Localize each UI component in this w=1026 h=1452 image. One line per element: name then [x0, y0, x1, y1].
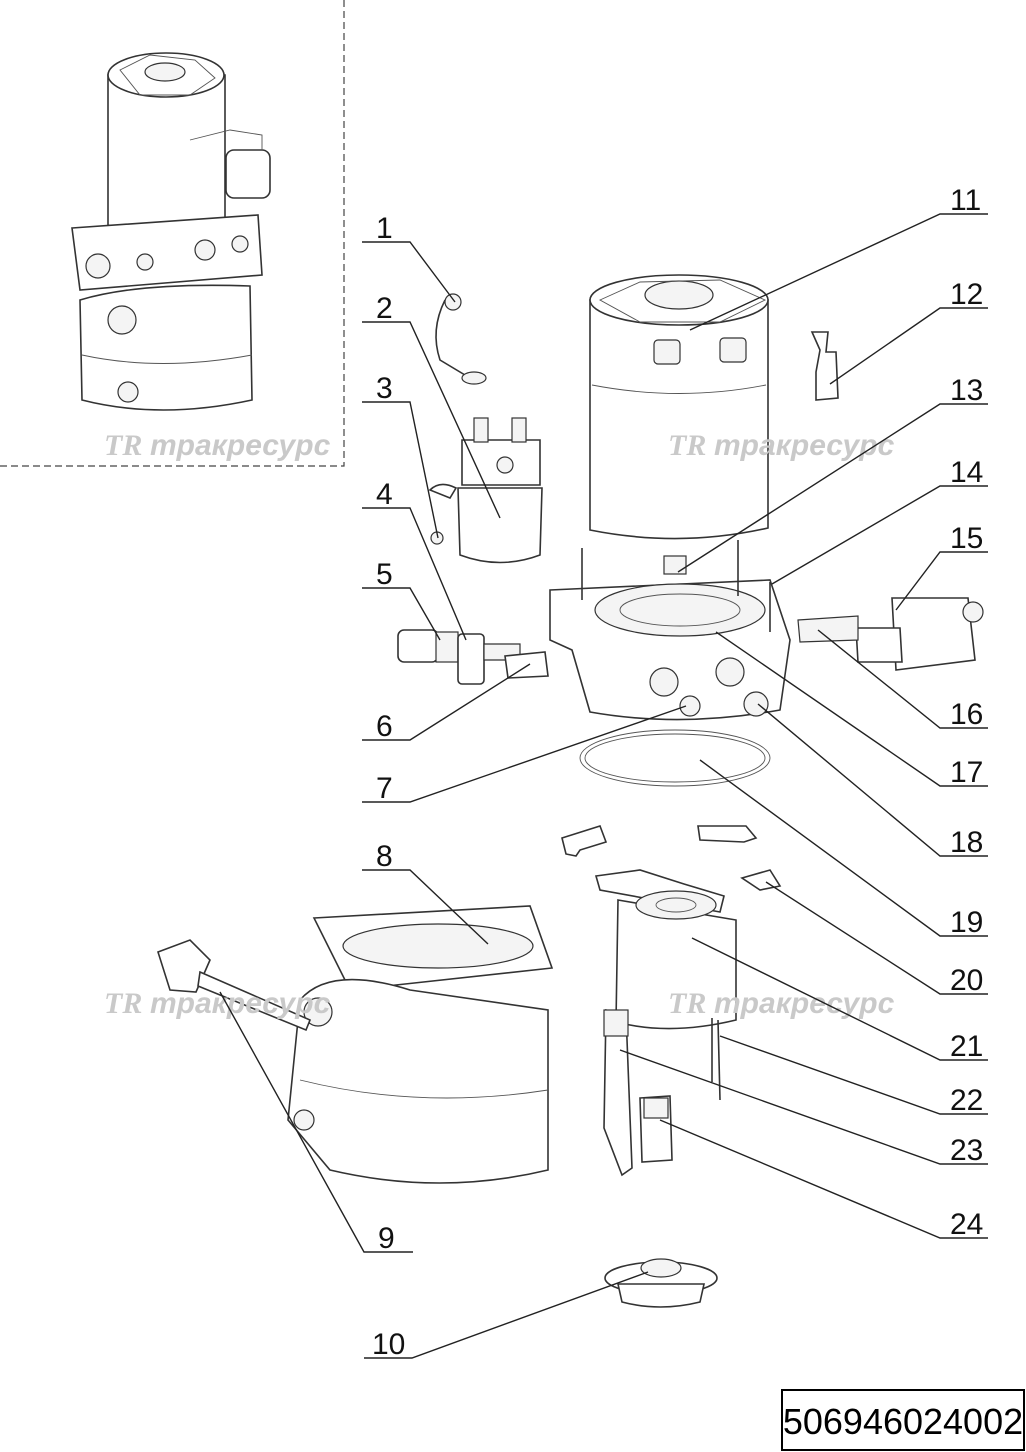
callout-12: 12 [950, 278, 983, 311]
callout-19: 19 [950, 906, 983, 939]
callout-14: 14 [950, 456, 983, 489]
watermark-logo: TR [668, 987, 706, 1020]
callout-8: 8 [376, 840, 393, 873]
callout-3: 3 [376, 372, 393, 405]
callout-2: 2 [376, 292, 393, 325]
callout-15: 15 [950, 522, 983, 555]
watermark-text: тракресурс [150, 987, 331, 1020]
leader-lines [219, 213, 988, 1359]
watermark-text: тракресурс [150, 429, 331, 462]
callout-5: 5 [376, 558, 393, 591]
callout-4: 4 [376, 478, 393, 511]
watermark-logo: TR [668, 429, 706, 462]
callout-10: 10 [372, 1328, 405, 1361]
watermark-logo: TR [104, 429, 142, 462]
callout-7: 7 [376, 772, 393, 805]
callout-23: 23 [950, 1134, 983, 1167]
watermark-text: тракресурс [714, 987, 895, 1020]
callout-24: 24 [950, 1208, 983, 1241]
assembled-unit-inset [0, 0, 345, 467]
callout-17: 17 [950, 756, 983, 789]
watermarks: TR тракресурс TR тракресурс TR тракресур… [104, 429, 895, 1020]
watermark-text: тракресурс [714, 429, 895, 462]
callout-16: 16 [950, 698, 983, 731]
part-shapes [157, 274, 984, 1308]
callout-22: 22 [950, 1084, 983, 1117]
callout-21: 21 [950, 1030, 983, 1063]
document-number-box: 506946024002 [781, 1389, 1025, 1451]
callout-9: 9 [378, 1222, 395, 1255]
callout-18: 18 [950, 826, 983, 859]
callout-11: 11 [950, 184, 981, 217]
watermark-logo: TR [104, 987, 142, 1020]
document-number: 506946024002 [783, 1401, 1023, 1442]
callout-6: 6 [376, 710, 393, 743]
callout-13: 13 [950, 374, 983, 407]
callout-labels: 1 2 3 4 5 6 7 8 9 10 11 12 13 14 15 16 1… [372, 184, 983, 1361]
callout-20: 20 [950, 964, 983, 997]
callout-1: 1 [376, 212, 393, 245]
